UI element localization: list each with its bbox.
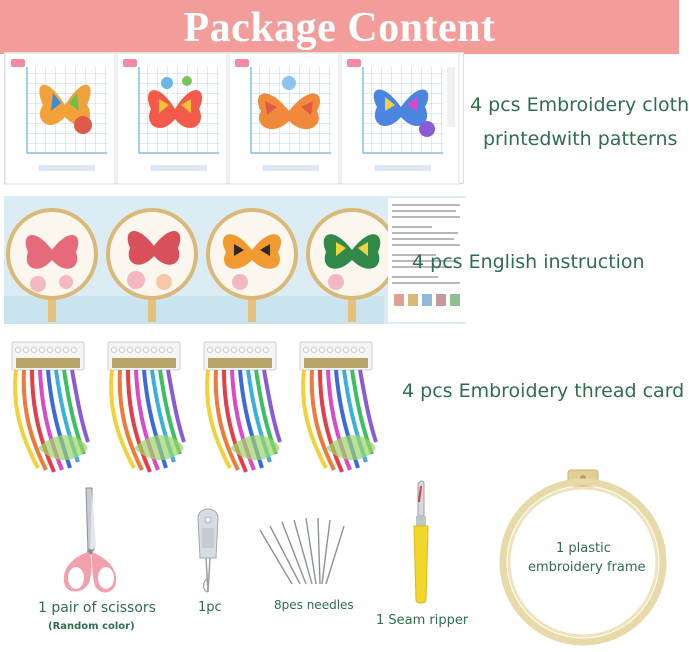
cloth-label-line1: 4 pcs Embroidery cloth: [470, 94, 689, 116]
ripper-label: 1 Seam ripper: [376, 613, 469, 628]
threader-label: 1pc: [198, 600, 222, 615]
seam-ripper-icon: [413, 480, 429, 604]
butterfly-hoop-icon: [4, 196, 466, 324]
needle-threader-icon: [197, 508, 219, 593]
thread-card-group: [8, 338, 378, 478]
banner-title: Package Content: [183, 5, 496, 51]
scissors-note: (Random color): [48, 621, 135, 632]
frame-label-line1: 1 plastic: [556, 541, 611, 556]
needles-label: 8pes needles: [274, 598, 354, 612]
pattern-cloth-strip: [4, 52, 464, 185]
instruction-strip: [4, 196, 466, 324]
cloth-label-line2: printedwith patterns: [483, 128, 678, 150]
scissors-icon: [63, 487, 117, 593]
butterfly-pattern-icon: [4, 52, 460, 185]
thread-card-icon: [11, 340, 378, 474]
needles-icon: [259, 517, 345, 585]
title-banner: Package Content: [0, 0, 679, 54]
hoop-frame-icon: [499, 469, 667, 646]
frame-label-line2: embroidery frame: [528, 560, 646, 575]
scissors-label: 1 pair of scissors: [38, 600, 156, 616]
thread-label: 4 pcs Embroidery thread card: [402, 380, 685, 402]
instruction-label: 4 pcs English instruction: [412, 251, 645, 273]
